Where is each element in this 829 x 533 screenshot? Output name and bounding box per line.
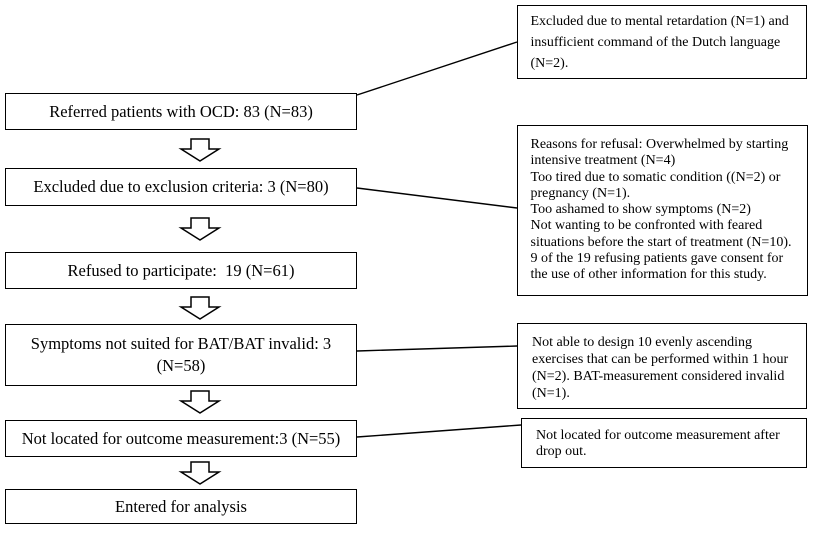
note-line: 9 of the 19 refusing patients gave conse… <box>530 251 784 267</box>
flow-arrow <box>178 296 222 320</box>
connector-line-referred-to-exclusion-note <box>356 41 518 96</box>
side-note-bat-invalid-reasons: Not able to design 10 evenly ascending e… <box>517 323 807 409</box>
side-note-refusal-reasons: Reasons for refusal: Overwhelmed by star… <box>517 125 808 296</box>
note-line: Not wanting to be confronted with feared <box>530 218 763 234</box>
note-line: Too ashamed to show symptoms (N=2) <box>530 202 751 218</box>
note-line: drop out. <box>536 443 587 459</box>
note-line: exercises that can be performed within 1… <box>532 352 789 367</box>
flow-step-text: Excluded due to exclusion criteria: 3 (N… <box>33 177 329 196</box>
note-line: the use of other information for this st… <box>530 267 767 283</box>
flow-arrow <box>178 138 222 162</box>
flow-step-text: Refused to participate: 19 (N=61) <box>67 260 295 280</box>
note-line: Reasons for refusal: Overwhelmed by star… <box>530 137 789 152</box>
flow-step-text: Referred patients with OCD: 83 (N=83) <box>49 101 313 121</box>
note-line: Excluded due to mental retardation (N=1)… <box>530 14 789 29</box>
note-line: insufficient command of the Dutch langua… <box>530 35 781 50</box>
side-note-exclusion-reasons: Excluded due to mental retardation (N=1)… <box>517 5 807 79</box>
flow-step-refused: Refused to participate: 19 (N=61) <box>5 252 357 289</box>
flow-arrow <box>178 217 222 241</box>
side-note-not-located-reasons: Not located for outcome measurement afte… <box>521 418 807 468</box>
note-line: intensive treatment (N=4) <box>530 153 676 169</box>
flow-step-not-located: Not located for outcome measurement:3 (N… <box>5 420 357 457</box>
note-line: (N=2). BAT-measurement considered invali… <box>532 369 785 384</box>
note-line: Not located for outcome measurement afte… <box>536 427 780 443</box>
note-line: (N=1). <box>532 386 570 401</box>
flow-step-excluded: Excluded due to exclusion criteria: 3 (N… <box>5 168 357 206</box>
flow-arrow <box>178 390 222 414</box>
note-line: pregnancy (N=1). <box>530 185 631 201</box>
flow-step-referred: Referred patients with OCD: 83 (N=83) <box>5 93 357 130</box>
note-line: Not able to design 10 evenly ascending <box>532 335 753 350</box>
flow-step-text: (N=58) <box>156 356 206 375</box>
connector-line-excluded-to-refusal-note <box>356 187 518 209</box>
flow-step-text: Not located for outcome measurement:3 (N… <box>21 428 341 448</box>
flow-step-symptoms-not-suited: Symptoms not suited for BAT/BAT invalid:… <box>5 324 357 386</box>
flow-step-text: Entered for analysis <box>115 496 247 516</box>
flow-step-entered-for-analysis: Entered for analysis <box>5 489 357 524</box>
note-line: situations before the start of treatment… <box>530 234 792 250</box>
connector-line-not-located-to-note <box>356 424 522 438</box>
flow-step-text: Symptoms not suited for BAT/BAT invalid:… <box>30 334 332 353</box>
flow-arrow <box>178 461 222 485</box>
note-line: (N=2). <box>530 56 569 71</box>
connector-line-symptoms-to-bat-note <box>356 345 518 352</box>
note-line: Too tired due to somatic condition ((N=2… <box>530 169 781 185</box>
